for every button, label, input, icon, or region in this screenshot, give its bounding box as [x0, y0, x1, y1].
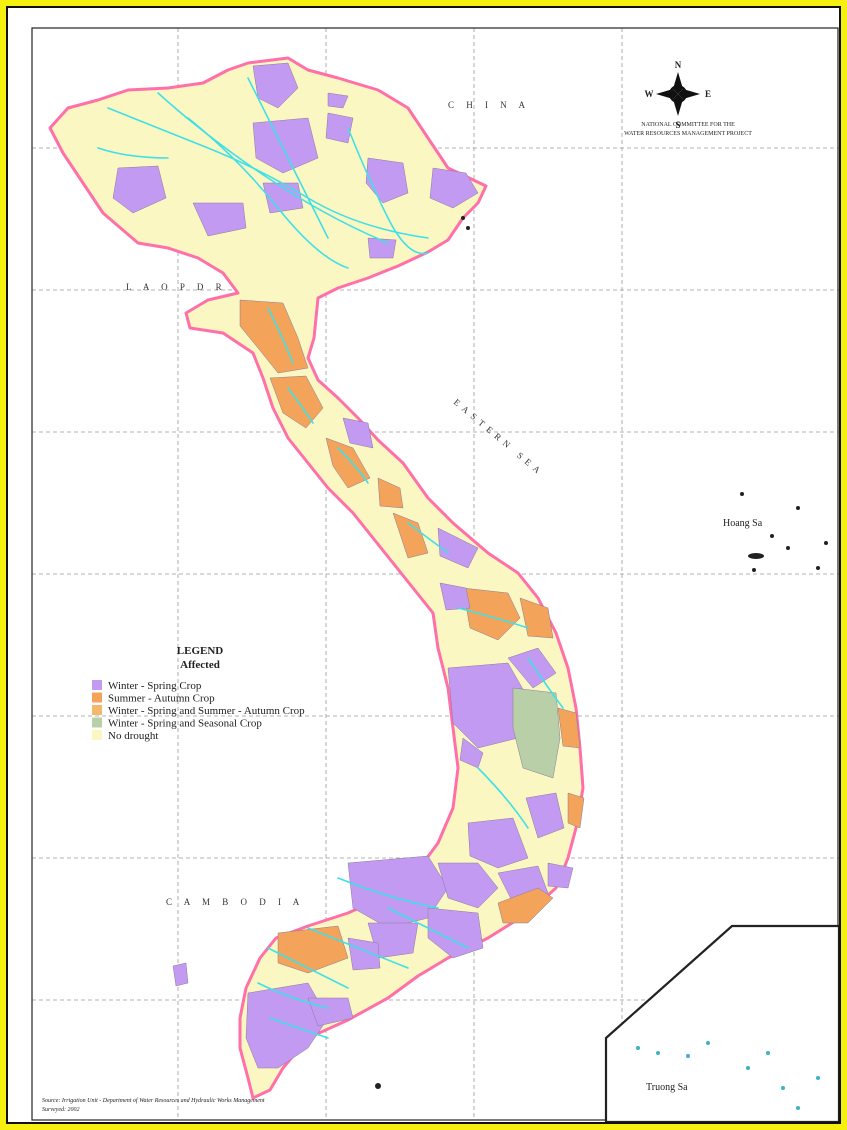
legend: LEGEND Affected Winter - Spring CropSumm… [92, 645, 305, 742]
truong-sa-inset [604, 924, 839, 1122]
inset-islands [636, 1041, 820, 1110]
legend-label: Winter - Spring Crop [108, 680, 202, 692]
legend-swatch [92, 717, 102, 728]
legend-swatch [92, 730, 102, 740]
compass-rose-icon [656, 72, 700, 116]
source-line-1: Source: Irrigation Unit - Department of … [42, 1097, 265, 1104]
drought-zones [112, 62, 585, 1069]
compass-north: N [675, 60, 682, 70]
legend-title: LEGEND [177, 645, 224, 657]
drought-map: N S E W NATIONAL COMMITTEE FOR THE WATER… [31, 27, 839, 1122]
legend-subtitle: Affected [180, 659, 220, 671]
label-truong-sa: Truong Sa [646, 1082, 688, 1093]
legend-swatch [92, 680, 102, 690]
label-east-sea: EASTERN SEA [452, 397, 546, 478]
compass-west: W [645, 89, 654, 99]
label-hoang-sa: Hoang Sa [723, 518, 763, 529]
header-line-1: NATIONAL COMMITTEE FOR THE [641, 122, 735, 128]
rivers [97, 77, 564, 1039]
legend-label: Winter - Spring and Seasonal Crop [108, 718, 262, 730]
country-shape [48, 56, 585, 1100]
compass-east: E [705, 89, 711, 99]
label-laos: L A O P D R [126, 282, 227, 292]
legend-label: Summer - Autumn Crop [108, 693, 215, 705]
map-border [31, 27, 839, 1121]
map-frame: N S E W NATIONAL COMMITTEE FOR THE WATER… [6, 6, 841, 1124]
legend-swatch [92, 705, 102, 715]
label-cambodia: C A M B O D I A [166, 897, 304, 907]
legend-swatch [92, 692, 102, 703]
legend-label: No drought [108, 730, 158, 742]
legend-label: Winter - Spring and Summer - Autumn Crop [108, 705, 305, 717]
source-line-2: Surveyed: 2002 [42, 1107, 80, 1113]
header-line-2: WATER RESOURCES MANAGEMENT PROJECT [624, 131, 752, 137]
label-china: C H I N A [448, 100, 530, 110]
compass-south: S [675, 120, 680, 130]
